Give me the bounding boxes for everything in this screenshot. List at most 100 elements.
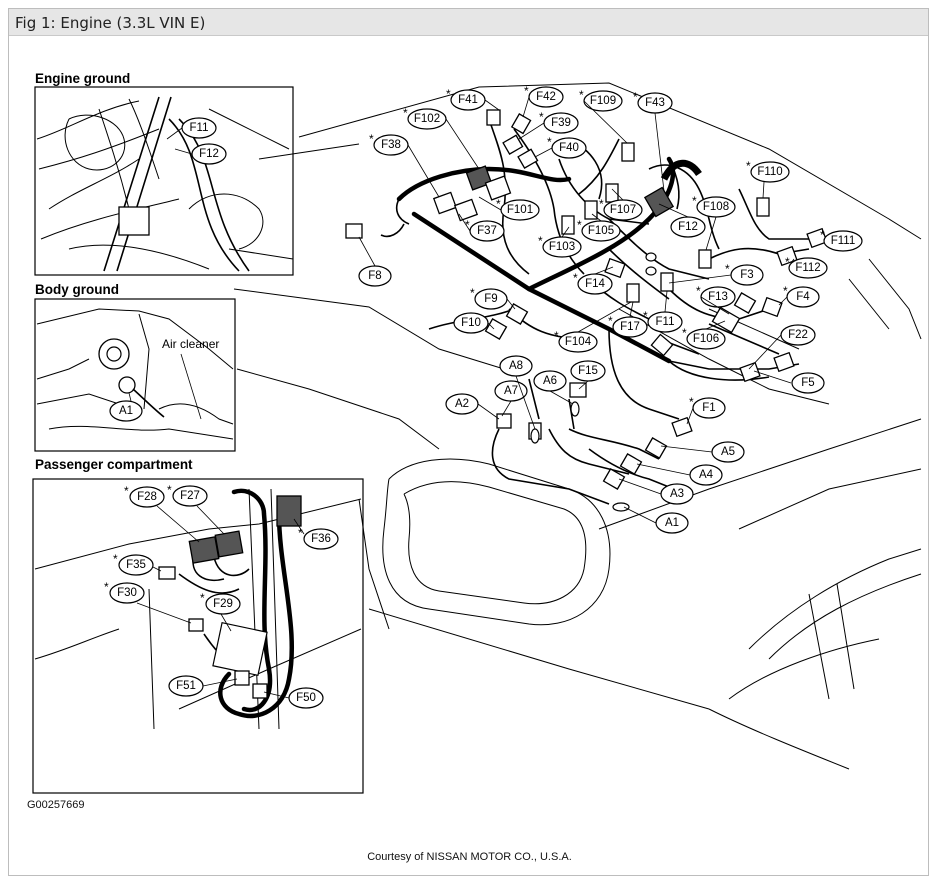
label-F28: F28: [129, 486, 165, 508]
label-F14: F14: [577, 273, 613, 295]
svg-text:*: *: [113, 552, 118, 566]
svg-text:F11: F11: [656, 316, 675, 328]
svg-text:F28: F28: [137, 491, 157, 503]
label-F4: F4: [786, 286, 820, 308]
label-F17: F17: [612, 316, 648, 338]
label-F112: F112: [788, 257, 828, 279]
label-F8: F8: [358, 265, 392, 287]
svg-text:*: *: [682, 326, 687, 340]
figure-titlebar: Fig 1: Engine (3.3L VIN E): [9, 9, 928, 36]
label-A5: A5: [711, 441, 745, 463]
svg-text:F112: F112: [795, 262, 820, 274]
label-F51: F51: [168, 675, 204, 697]
svg-text:F13: F13: [708, 291, 728, 303]
svg-text:A3: A3: [670, 488, 684, 500]
courtesy-credit: Courtesy of NISSAN MOTOR CO., U.S.A.: [367, 851, 572, 863]
label-F108: F108: [696, 196, 736, 218]
svg-text:*: *: [692, 194, 697, 208]
svg-text:*: *: [643, 309, 648, 323]
label-F11-engine-ground: F11: [181, 117, 217, 139]
svg-text:F51: F51: [176, 680, 196, 692]
label-F10: F10: [453, 312, 489, 334]
label-A1: A1: [655, 512, 689, 534]
label-F50: F50: [288, 687, 324, 709]
label-F101: F101: [500, 199, 540, 221]
svg-text:*: *: [599, 197, 604, 211]
svg-text:F40: F40: [559, 142, 579, 154]
label-F106: F106: [686, 328, 726, 350]
svg-text:F3: F3: [740, 269, 753, 281]
svg-text:F12: F12: [678, 221, 698, 233]
label-F36: F36: [303, 528, 339, 550]
svg-text:F39: F39: [551, 117, 571, 129]
label-A2: A2: [445, 393, 479, 415]
svg-text:*: *: [725, 262, 730, 276]
passenger-inset: [32, 478, 364, 794]
engine-ground-inset: [34, 86, 294, 276]
label-F12: F12: [670, 216, 706, 238]
svg-text:F111: F111: [831, 235, 856, 247]
label-A6: A6: [533, 370, 567, 392]
engine-bay-leaders: [358, 96, 825, 524]
svg-text:*: *: [465, 218, 470, 232]
label-A7: A7: [494, 380, 528, 402]
label-F42: F42: [528, 86, 564, 108]
svg-text:F22: F22: [788, 329, 808, 341]
label-F22: F22: [780, 324, 816, 346]
label-F12-engine-ground: F12: [191, 143, 227, 165]
engine-ground-heading: Engine ground: [35, 71, 130, 86]
figure-title: Fig 1: Engine (3.3L VIN E): [15, 14, 206, 32]
svg-text:F107: F107: [610, 204, 636, 216]
svg-text:*: *: [785, 255, 790, 269]
svg-text:F27: F27: [180, 490, 200, 502]
body-ground-heading: Body ground: [35, 282, 119, 297]
label-A3: A3: [660, 483, 694, 505]
label-F13: F13: [700, 286, 736, 308]
body-ground-inset: [34, 298, 236, 452]
svg-text:F17: F17: [620, 321, 640, 333]
label-F9: F9: [474, 288, 508, 310]
svg-text:F35: F35: [126, 559, 146, 571]
svg-text:*: *: [298, 526, 303, 540]
svg-text:F11: F11: [190, 122, 209, 134]
svg-text:F4: F4: [796, 291, 810, 303]
svg-text:A8: A8: [509, 360, 523, 372]
label-F105: F105: [581, 220, 621, 242]
svg-text:F41: F41: [458, 94, 478, 106]
label-F41: F41: [450, 89, 486, 111]
label-F11: F11: [647, 311, 683, 333]
label-F1: F1: [692, 397, 726, 419]
svg-text:A2: A2: [455, 398, 469, 410]
svg-text:F30: F30: [117, 587, 137, 599]
passenger-drawing: [34, 488, 362, 730]
svg-text:F5: F5: [801, 377, 814, 389]
label-F102: F102: [407, 108, 447, 130]
figure-frame: Fig 1: Engine (3.3L VIN E) .lbl ellipse …: [8, 8, 929, 876]
label-F30: F30: [109, 582, 145, 604]
svg-text:*: *: [200, 591, 205, 605]
svg-text:F37: F37: [477, 225, 497, 237]
svg-text:F50: F50: [296, 692, 316, 704]
svg-text:F104: F104: [565, 336, 592, 348]
label-A1-body-ground: A1: [109, 400, 143, 422]
label-F110: F110: [750, 161, 790, 183]
air-cleaner-note: Air cleaner: [162, 337, 219, 351]
svg-text:A6: A6: [543, 375, 557, 387]
svg-text:*: *: [573, 271, 578, 285]
svg-text:A4: A4: [699, 469, 714, 481]
svg-text:*: *: [820, 228, 825, 242]
label-F39: F39: [543, 112, 579, 134]
engine-bay-stars: ** ** ** ** ** ** ** ** ** ** ** ** ** *: [369, 84, 825, 409]
svg-text:A5: A5: [721, 446, 735, 458]
passenger-stars: ** ** **: [104, 483, 303, 605]
figure-id: G00257669: [27, 799, 85, 811]
svg-text:*: *: [696, 284, 701, 298]
svg-text:F103: F103: [549, 241, 575, 253]
label-F15: F15: [570, 360, 606, 382]
body-ground-drawing: [36, 308, 234, 440]
label-F35: F35: [118, 554, 154, 576]
label-F29: F29: [205, 593, 241, 615]
label-F109: F109: [583, 90, 623, 112]
svg-text:F108: F108: [703, 201, 729, 213]
svg-text:*: *: [554, 329, 559, 343]
